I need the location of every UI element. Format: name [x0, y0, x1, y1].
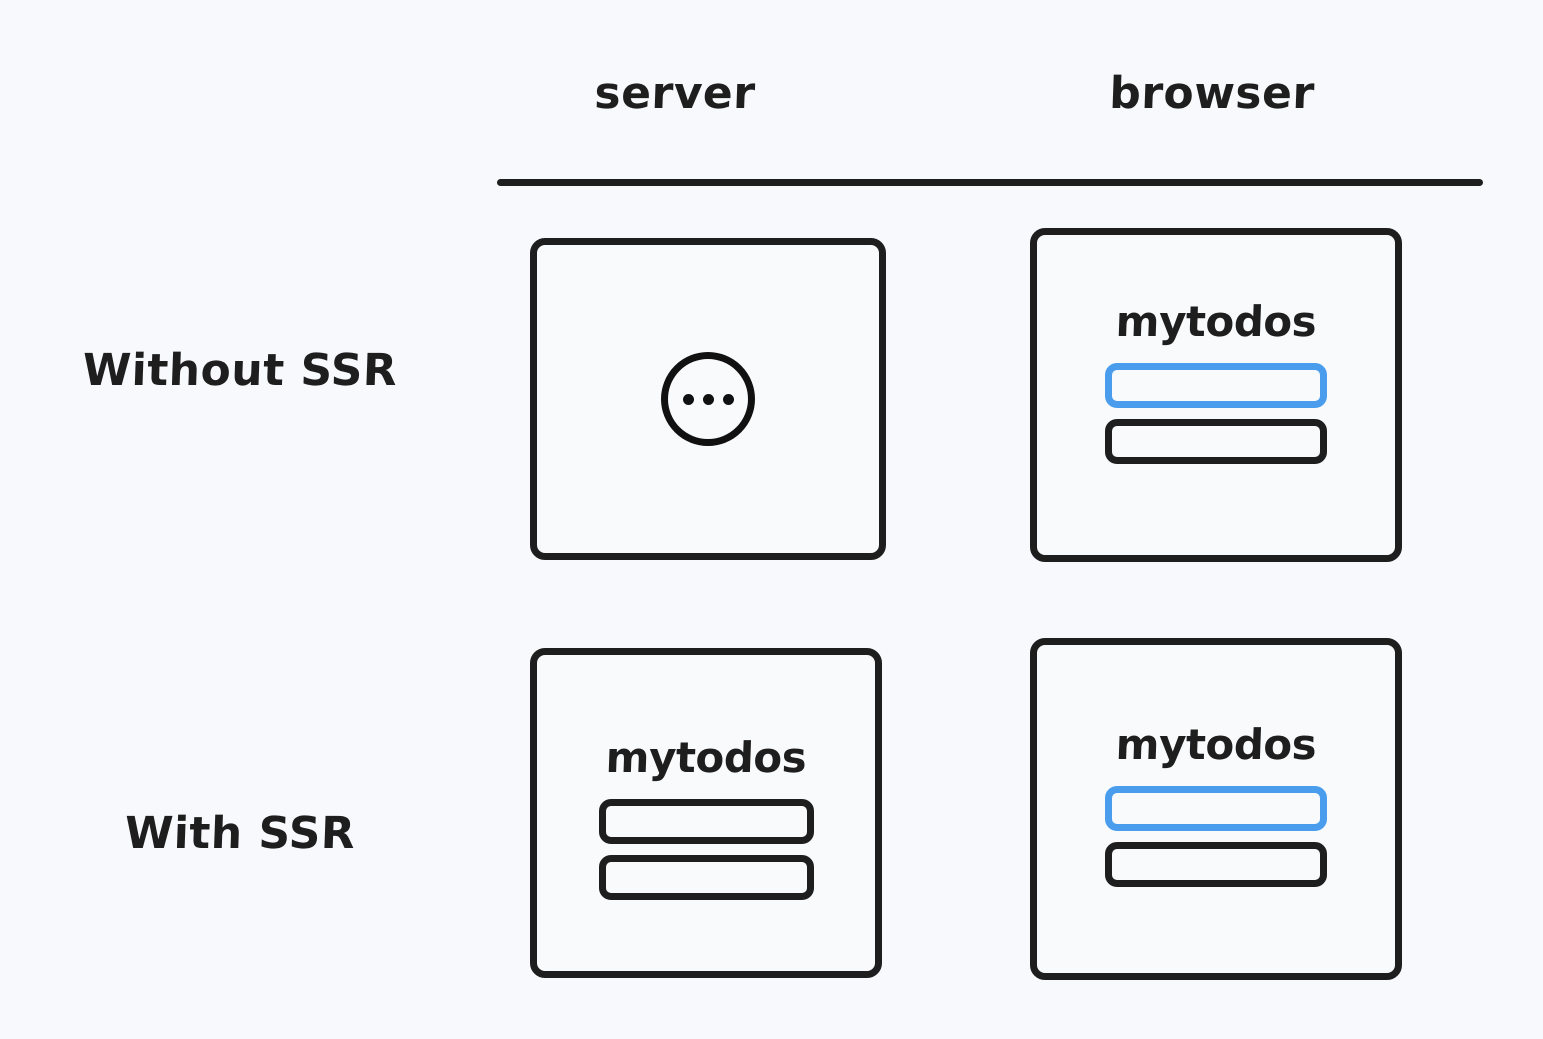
todo-row[interactable] — [598, 855, 814, 900]
loading-dot — [682, 393, 694, 405]
row-label-with-ssr: With SSR — [123, 808, 357, 859]
card-content: mytodos — [537, 655, 875, 971]
loading-dot — [702, 393, 714, 405]
header-divider-rule — [497, 179, 1483, 186]
todo-list — [537, 799, 875, 900]
todo-row[interactable] — [598, 799, 814, 844]
card-with-ssr-server: mytodos — [530, 648, 882, 978]
app-title: mytodos — [604, 733, 808, 782]
card-without-ssr-server — [530, 238, 886, 560]
card-without-ssr-browser: mytodos — [1030, 228, 1402, 562]
ellipsis-circle-icon — [661, 352, 755, 446]
todo-row[interactable] — [1105, 842, 1327, 887]
card-content: mytodos — [1037, 645, 1395, 973]
app-title: mytodos — [1114, 720, 1318, 769]
card-content — [537, 245, 879, 553]
loading-dot — [722, 393, 734, 405]
column-header-browser: browser — [1108, 68, 1316, 119]
card-with-ssr-browser: mytodos — [1030, 638, 1402, 980]
row-label-without-ssr: Without SSR — [81, 345, 399, 396]
column-header-server: server — [593, 68, 757, 119]
todo-list — [1037, 363, 1395, 464]
card-content: mytodos — [1037, 235, 1395, 555]
todo-list — [1037, 786, 1395, 887]
todo-row[interactable] — [1105, 419, 1327, 464]
todo-row[interactable] — [1105, 786, 1327, 831]
app-title: mytodos — [1114, 297, 1318, 346]
todo-row[interactable] — [1105, 363, 1327, 408]
